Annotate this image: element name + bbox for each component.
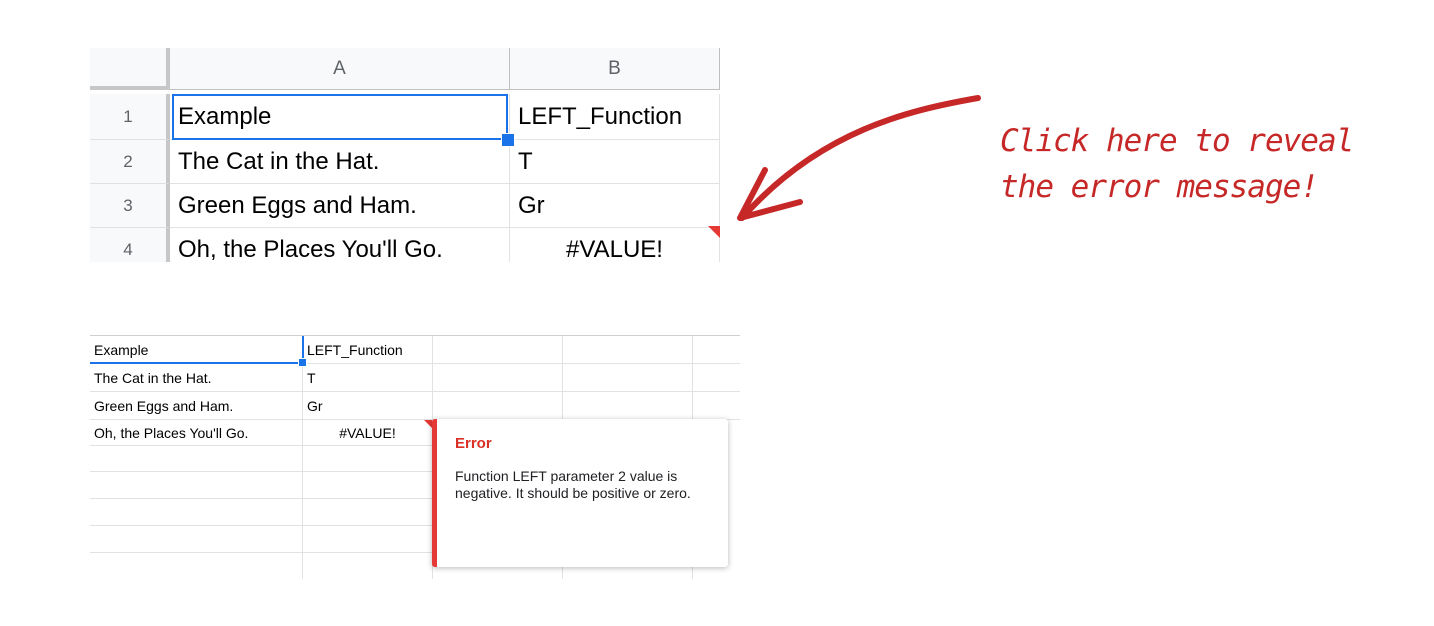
error-popup: Error Function LEFT parameter 2 value is… xyxy=(432,419,728,567)
annotation-line-1: Click here to reveal xyxy=(1000,123,1354,159)
cell-b2[interactable]: T xyxy=(510,140,720,184)
cell-b1[interactable]: LEFT_Function xyxy=(510,94,720,140)
empty-cell[interactable] xyxy=(303,472,433,499)
empty-cell[interactable] xyxy=(303,446,433,472)
cell-a3[interactable]: Green Eggs and Ham. xyxy=(170,184,510,228)
row-header-1[interactable]: 1 xyxy=(90,94,170,140)
empty-cell[interactable] xyxy=(90,446,303,472)
cell-e2[interactable] xyxy=(693,364,740,392)
cell-a2[interactable]: The Cat in the Hat. xyxy=(170,140,510,184)
error-popup-title: Error xyxy=(455,435,492,452)
cell-e1[interactable] xyxy=(693,336,740,364)
column-header-b[interactable]: B xyxy=(510,48,720,90)
annotation-line-2: the error message! xyxy=(1000,169,1319,205)
spreadsheet-zoomed: A B 1 2 3 4 Example LEFT_Function The Ca… xyxy=(90,48,730,262)
cell-c1[interactable] xyxy=(433,336,563,364)
annotation-text: Click here to reveal the error message! xyxy=(1000,118,1420,210)
empty-cell[interactable] xyxy=(90,526,303,553)
cell-c3[interactable] xyxy=(433,392,563,420)
cell-d3[interactable] xyxy=(563,392,693,420)
fill-handle[interactable] xyxy=(501,133,515,147)
cell-e3[interactable] xyxy=(693,392,740,420)
error-indicator-triangle[interactable] xyxy=(708,226,720,238)
empty-cell[interactable] xyxy=(90,472,303,499)
cell-a1[interactable]: Example xyxy=(90,336,303,364)
cell-a4[interactable]: Oh, the Places You'll Go. xyxy=(90,420,303,446)
row-header-2[interactable]: 2 xyxy=(90,140,170,184)
empty-cell[interactable] xyxy=(303,526,433,553)
cell-b3[interactable]: Gr xyxy=(303,392,433,420)
cell-c2[interactable] xyxy=(433,364,563,392)
column-header-a[interactable]: A xyxy=(170,48,510,90)
error-popup-message: Function LEFT parameter 2 value is negat… xyxy=(455,468,691,501)
cell-a4[interactable]: Oh, the Places You'll Go. xyxy=(170,228,510,262)
cell-b4-error[interactable]: #VALUE! xyxy=(510,228,720,262)
cell-b4-error[interactable]: #VALUE! xyxy=(303,420,433,446)
fill-handle[interactable] xyxy=(298,358,307,367)
cell-b3[interactable]: Gr xyxy=(510,184,720,228)
cell-d1[interactable] xyxy=(563,336,693,364)
row-header-3[interactable]: 3 xyxy=(90,184,170,228)
cell-d2[interactable] xyxy=(563,364,693,392)
cell-b1[interactable]: LEFT_Function xyxy=(303,336,433,364)
select-all-corner[interactable] xyxy=(90,48,170,90)
cell-b2[interactable]: T xyxy=(303,364,433,392)
empty-cell[interactable] xyxy=(303,553,433,579)
annotation-arrow-icon xyxy=(737,95,981,221)
empty-cell[interactable] xyxy=(90,499,303,526)
cell-a2[interactable]: The Cat in the Hat. xyxy=(90,364,303,392)
empty-cell[interactable] xyxy=(303,499,433,526)
cell-a1[interactable]: Example xyxy=(170,94,510,140)
cell-a3[interactable]: Green Eggs and Ham. xyxy=(90,392,303,420)
error-indicator-triangle[interactable] xyxy=(424,420,432,428)
row-header-4[interactable]: 4 xyxy=(90,228,170,262)
empty-cell[interactable] xyxy=(90,553,303,579)
